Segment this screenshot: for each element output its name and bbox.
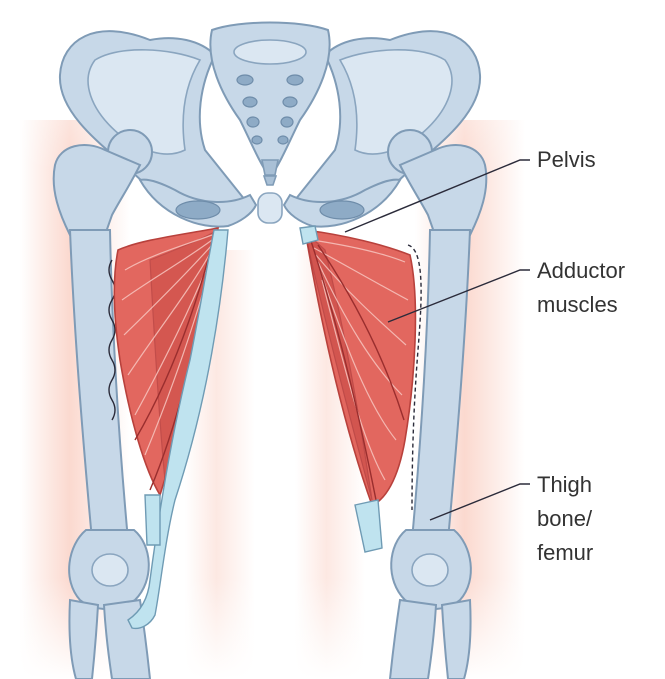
adductor-label-line2: muscles (537, 292, 618, 317)
femur-label-line3: femur (537, 540, 593, 565)
pelvis-label: Pelvis (537, 147, 596, 172)
femur-label-line1: Thigh (537, 472, 592, 497)
femur-label-line2: bone/ (537, 506, 593, 531)
adductor-label-line1: Adductor (537, 258, 625, 283)
